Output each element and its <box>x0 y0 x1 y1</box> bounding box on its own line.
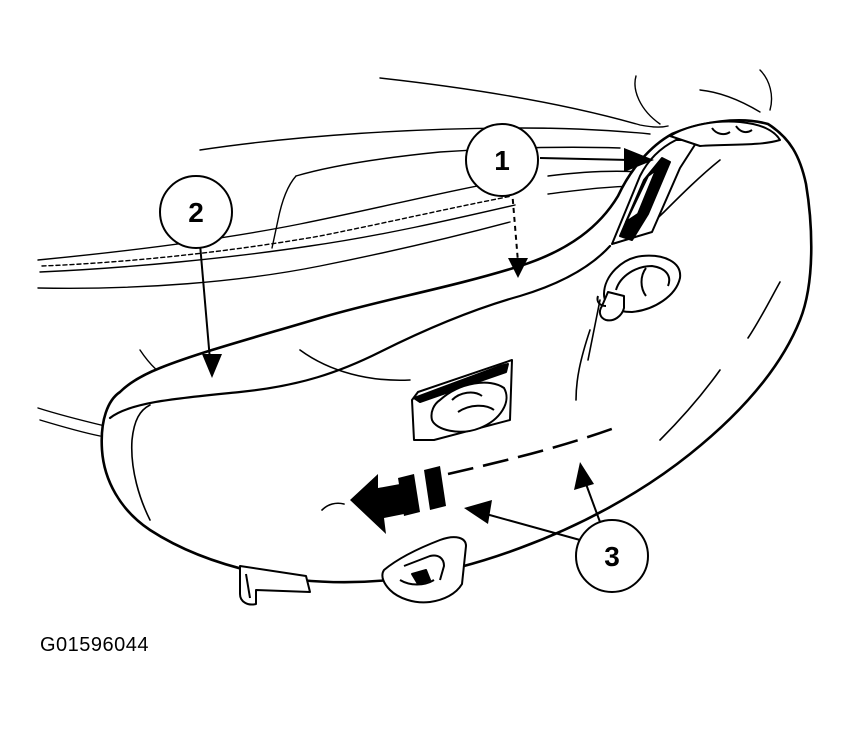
upper-bracket <box>611 120 781 245</box>
leader-lines <box>199 157 631 541</box>
callout-1-circle <box>465 123 539 197</box>
callout-3-label: 3 <box>604 541 620 572</box>
removal-direction-arrow <box>350 466 446 534</box>
handle-opening <box>411 359 513 441</box>
callout-2: 2 <box>159 175 233 249</box>
callout-1-label: 1 <box>494 145 510 176</box>
callout-3: 3 <box>575 519 649 593</box>
figure-id: G01596044 <box>40 634 150 656</box>
recline-lever <box>596 254 682 322</box>
callout-2-label: 2 <box>188 197 204 228</box>
callout-2-circle <box>159 175 233 249</box>
lower-mount-bracket <box>239 565 311 606</box>
shield-lower-edge <box>447 424 621 476</box>
leader-arrowheads <box>202 148 654 524</box>
callout-3-circle <box>575 519 649 593</box>
callout-1: 1 <box>465 123 539 197</box>
lower-clip <box>381 536 467 604</box>
